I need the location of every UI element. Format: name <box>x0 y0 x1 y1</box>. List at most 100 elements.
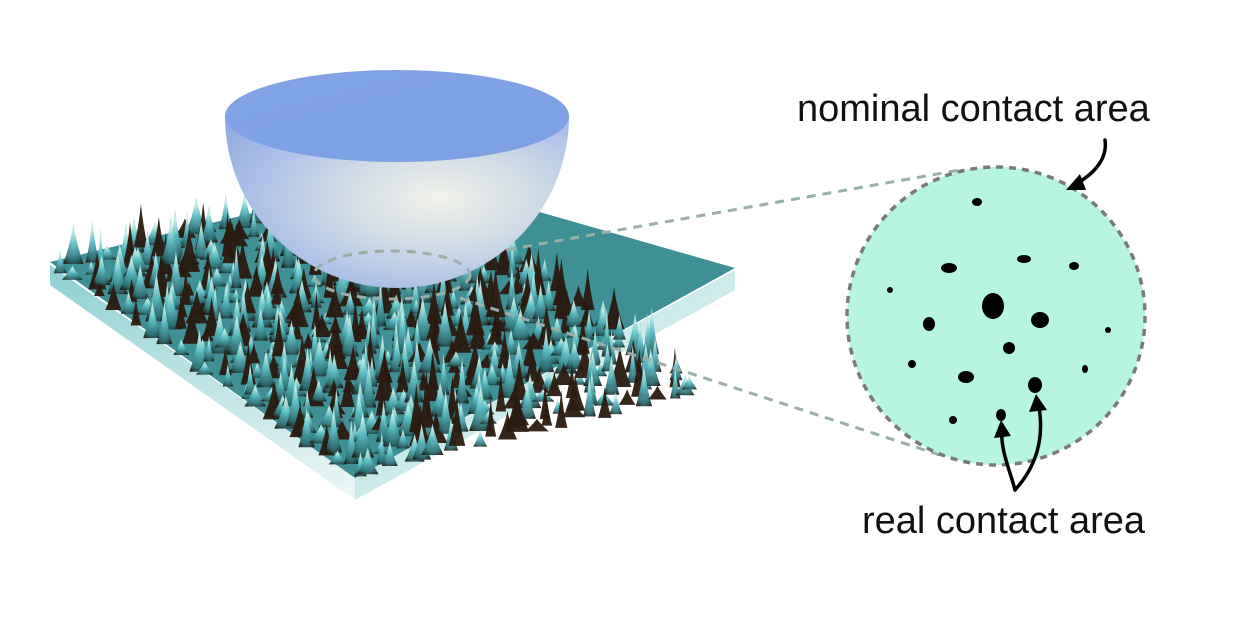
asperity <box>648 385 667 400</box>
asperity <box>342 290 358 315</box>
asperity <box>435 300 455 347</box>
asperity <box>603 353 620 395</box>
asperity <box>570 285 587 307</box>
asperity <box>222 363 234 387</box>
real-arrowhead-left <box>994 420 1011 438</box>
asperity <box>681 376 698 390</box>
asperity <box>574 372 586 385</box>
asperity <box>232 229 249 247</box>
asperity <box>541 399 553 426</box>
asperity <box>229 219 250 240</box>
asperity <box>532 283 549 320</box>
asperity <box>440 280 455 316</box>
contact-spot <box>972 198 982 206</box>
asperity <box>524 346 540 382</box>
asperity <box>627 343 639 383</box>
asperity <box>92 254 111 286</box>
asperity <box>558 289 576 316</box>
asperity <box>507 242 518 278</box>
nominal-contact-circle <box>845 165 1147 467</box>
asperity <box>270 286 284 305</box>
asperity <box>156 300 173 345</box>
asperity <box>173 339 190 356</box>
asperity <box>374 278 387 327</box>
asperity <box>244 363 256 395</box>
asperity <box>498 411 518 440</box>
asperity <box>200 205 218 243</box>
asperity <box>166 250 185 297</box>
nominal-contact-area-label: nominal contact area <box>797 88 1150 130</box>
asperity <box>640 347 661 387</box>
asperity <box>565 374 586 411</box>
zoom-line-top <box>459 168 961 260</box>
asperity <box>324 353 344 389</box>
asperity <box>395 358 410 393</box>
asperity <box>505 385 529 432</box>
asperity <box>145 272 168 322</box>
asperity <box>367 294 380 335</box>
asperity <box>495 230 513 276</box>
asperity <box>635 364 653 407</box>
asperity <box>62 265 83 280</box>
sphere-body <box>225 116 569 288</box>
real-arrowhead-right <box>1029 394 1047 412</box>
asperity <box>418 337 442 373</box>
asperity <box>248 208 260 237</box>
zoom-lines <box>459 168 961 457</box>
asperity <box>583 374 596 417</box>
asperity <box>310 280 322 308</box>
asperity <box>325 405 343 453</box>
asperity <box>240 341 257 385</box>
asperity <box>214 327 235 348</box>
asperity <box>311 313 333 337</box>
asperity <box>495 370 507 412</box>
asperity <box>583 349 603 386</box>
asperity <box>222 222 243 264</box>
asperity <box>340 312 359 357</box>
asperity <box>485 397 497 437</box>
asperity <box>231 244 242 289</box>
asperity <box>552 362 575 385</box>
asperity <box>256 348 276 388</box>
zoom-line-bottom <box>459 296 941 457</box>
asperity <box>328 450 347 465</box>
asperity <box>500 351 519 398</box>
asperity <box>247 265 266 297</box>
asperity <box>420 368 433 419</box>
asperity <box>133 203 149 248</box>
asperity <box>580 268 595 311</box>
asperity <box>446 351 466 367</box>
contact-footprint <box>312 249 472 301</box>
asperity <box>575 315 590 354</box>
contact-spot <box>949 416 957 424</box>
asperity <box>450 311 472 353</box>
asperity <box>525 418 549 432</box>
asperity <box>555 390 568 428</box>
asperity <box>375 378 388 416</box>
asperity <box>382 406 404 447</box>
asperity <box>582 310 596 340</box>
asperity <box>180 267 192 305</box>
asperity <box>53 250 67 274</box>
contact-spot <box>996 409 1006 421</box>
asperity <box>182 304 202 344</box>
asperity <box>287 286 309 327</box>
asperity <box>552 257 570 306</box>
asperity <box>598 387 612 418</box>
real-arrow-right <box>1013 400 1043 492</box>
asperity <box>670 366 681 399</box>
asperity <box>218 283 234 319</box>
asperity <box>396 428 410 449</box>
asperity <box>508 340 529 379</box>
asperity <box>130 298 142 326</box>
asperity <box>247 343 261 364</box>
asperity <box>236 288 251 332</box>
asperity <box>325 282 345 318</box>
contact-spot <box>1028 377 1042 393</box>
asperity <box>281 320 302 355</box>
asperity <box>324 311 347 360</box>
asperity <box>178 228 201 272</box>
asperity <box>485 344 504 377</box>
asperity <box>343 345 363 381</box>
asperity <box>425 351 439 402</box>
